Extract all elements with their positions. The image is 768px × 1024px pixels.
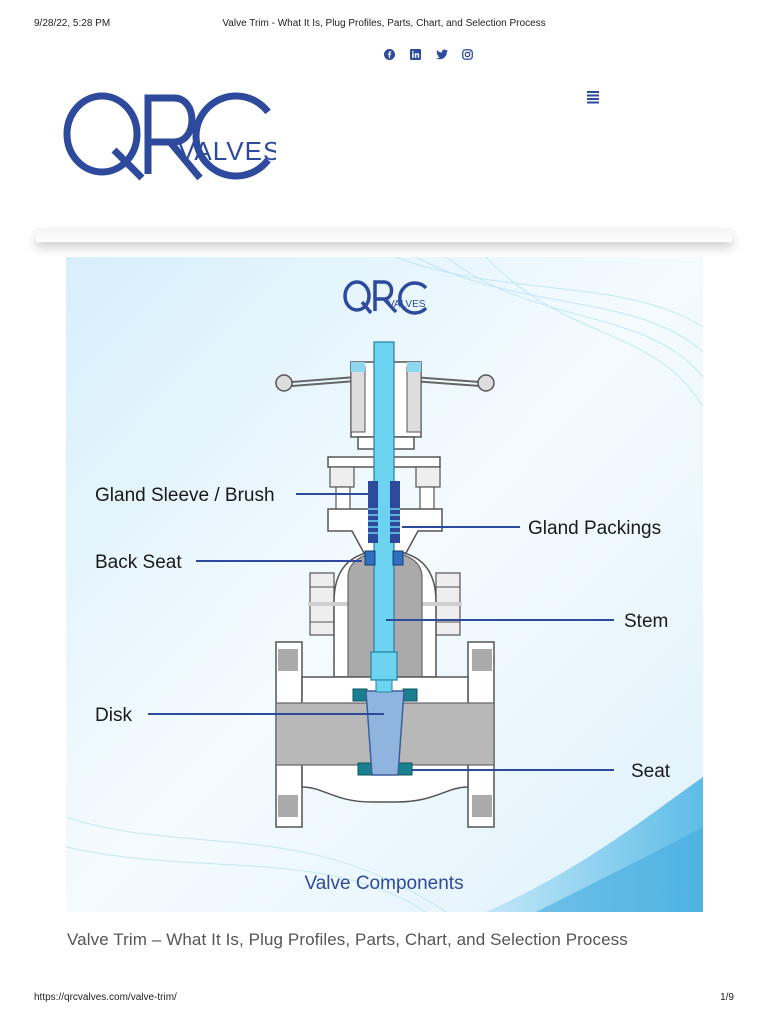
- print-url: https://qrcvalves.com/valve-trim/: [34, 992, 177, 1003]
- print-title: Valve Trim - What It Is, Plug Profiles, …: [222, 18, 546, 29]
- print-header: 9/28/22, 5:28 PM Valve Trim - What It Is…: [0, 16, 768, 32]
- label-back-seat: Back Seat: [95, 552, 182, 573]
- label-gland-sleeve: Gland Sleeve / Brush: [95, 485, 275, 506]
- header-divider: [36, 228, 732, 242]
- valve-components-image: VALVES: [66, 257, 703, 912]
- instagram-icon[interactable]: [461, 48, 474, 61]
- logo-sub-text: VALVES: [178, 136, 276, 166]
- hamburger-menu-icon[interactable]: [586, 90, 600, 109]
- linkedin-icon[interactable]: [409, 48, 422, 61]
- site-logo[interactable]: VALVES: [62, 90, 280, 191]
- image-caption: Valve Trim – What It Is, Plug Profiles, …: [67, 930, 628, 949]
- image-logo: VALVES: [343, 280, 428, 315]
- label-stem: Stem: [624, 611, 668, 632]
- image-footer-title: Valve Components: [304, 873, 463, 894]
- label-disk: Disk: [95, 705, 132, 726]
- label-gland-packings: Gland Packings: [528, 518, 661, 539]
- social-links: [383, 48, 474, 61]
- print-datetime: 9/28/22, 5:28 PM: [34, 18, 111, 29]
- twitter-icon[interactable]: [435, 48, 448, 61]
- facebook-icon[interactable]: [383, 48, 396, 61]
- print-page-number: 1/9: [720, 992, 734, 1003]
- image-logo-sub: VALVES: [388, 299, 426, 310]
- label-seat: Seat: [631, 761, 671, 782]
